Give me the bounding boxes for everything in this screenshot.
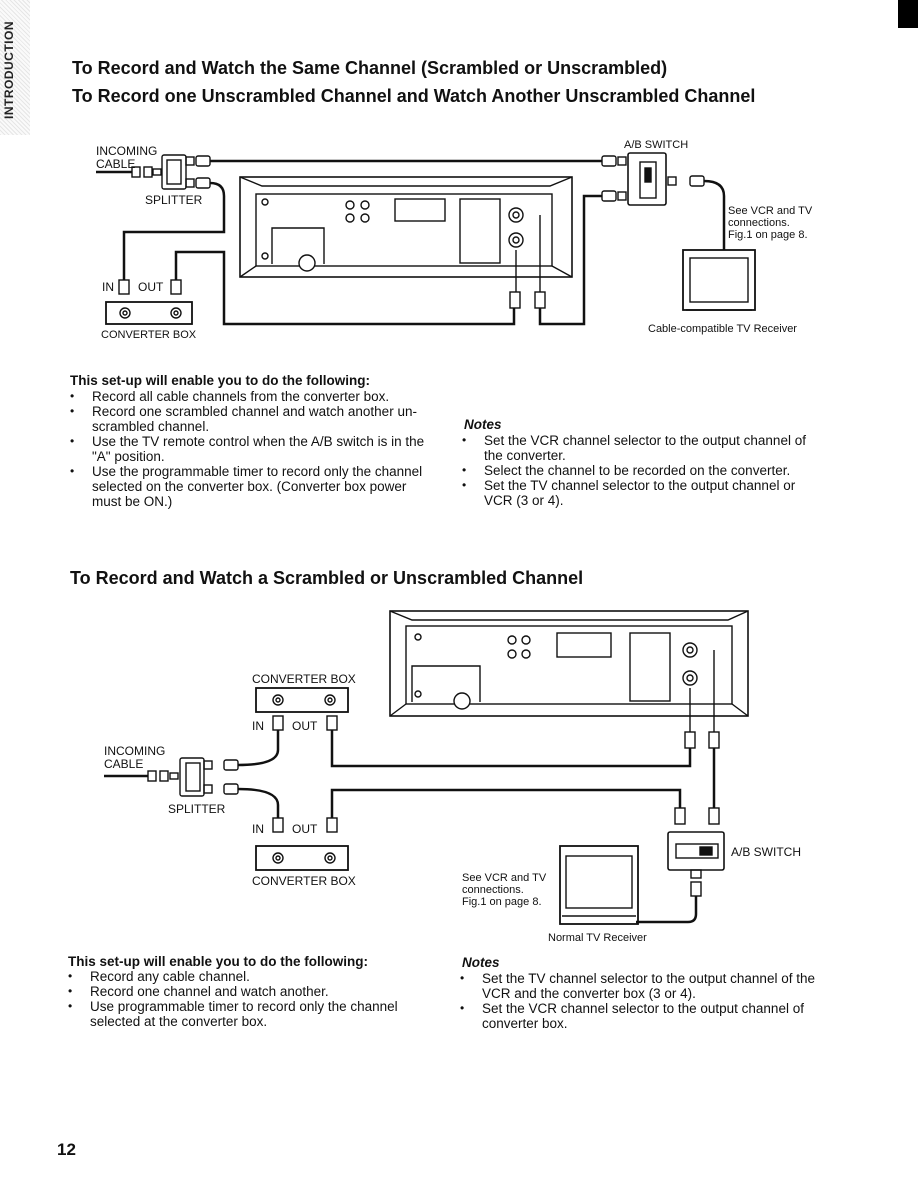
ab-switch-label: A/B SWITCH [624,139,689,151]
list-item: Record one scrambled channel and watch a… [70,404,430,434]
converter-top-out-label: OUT [292,719,318,733]
ab-switch-label: A/B SWITCH [731,845,802,859]
converter-box-bottom-device [255,845,349,871]
list-item: Set the VCR channel selector to the outp… [462,433,824,463]
list-item: Set the TV channel selector to the outpu… [462,478,824,508]
vcr-device [239,176,573,278]
converter-box-label: CONVERTER BOX [101,329,197,341]
converter-top-in-label: IN [252,719,264,733]
section1-notes: Set the VCR channel selector to the outp… [462,433,824,508]
section2-notes-heading: Notes [462,955,500,970]
tv-receiver-label: Normal TV Receiver [548,932,647,944]
tv-receiver-device [559,845,639,925]
list-item: Set the VCR channel selector to the outp… [460,1001,822,1031]
section1-notes-heading: Notes [464,417,502,432]
list-item: Use the TV remote control when the A/B s… [70,434,430,464]
vcr-device [389,610,749,717]
converter-bottom-out-label: OUT [292,822,318,836]
tv-receiver-label: Cable-compatible TV Receiver [648,323,797,335]
converter-out-label: OUT [138,280,164,294]
section1-intro: This set-up will enable you to do the fo… [70,373,370,388]
section1-title-line2: To Record one Unscrambled Channel and Wa… [72,86,756,106]
incoming-cable-label: INCOMING CABLE [96,144,158,171]
list-item: Set the TV channel selector to the outpu… [460,971,822,1001]
converter-box-top-device [255,687,349,713]
list-item: Record all cable channels from the conve… [70,389,430,404]
splitter-label: SPLITTER [168,802,226,816]
list-item: Record any cable channel. [68,969,430,984]
list-item: Use the programmable timer to record onl… [70,464,430,509]
section2-notes: Set the TV channel selector to the outpu… [460,971,822,1031]
splitter-device [161,154,187,190]
corner-marker [898,0,918,28]
list-item: Record one channel and watch another. [68,984,430,999]
see-vcr-note: See VCR and TV connections. Fig.1 on pag… [462,872,547,908]
converter-box-top-label: CONVERTER BOX [252,672,356,686]
section-side-tab: INTRODUCTION [0,0,30,135]
list-item: Select the channel to be recorded on the… [462,463,824,478]
see-vcr-note: See VCR and TV connections. Fig.1 on pag… [728,205,813,241]
section1-title-line1: To Record and Watch the Same Channel (Sc… [72,58,668,78]
converter-in-label: IN [102,280,114,294]
converter-box-device [105,301,193,325]
list-item: Use programmable timer to record only th… [68,999,430,1029]
section2-bullets: Record any cable channel. Record one cha… [68,969,430,1029]
page-number: 12 [57,1140,76,1159]
splitter-label: SPLITTER [145,193,203,207]
incoming-cable-label: INCOMING CABLE [104,744,166,771]
converter-bottom-in-label: IN [252,822,264,836]
section2-title: To Record and Watch a Scrambled or Unscr… [70,568,584,588]
section2-intro: This set-up will enable you to do the fo… [68,954,368,969]
section1-bullets: Record all cable channels from the conve… [70,389,430,509]
converter-box-bottom-label: CONVERTER BOX [252,874,356,888]
